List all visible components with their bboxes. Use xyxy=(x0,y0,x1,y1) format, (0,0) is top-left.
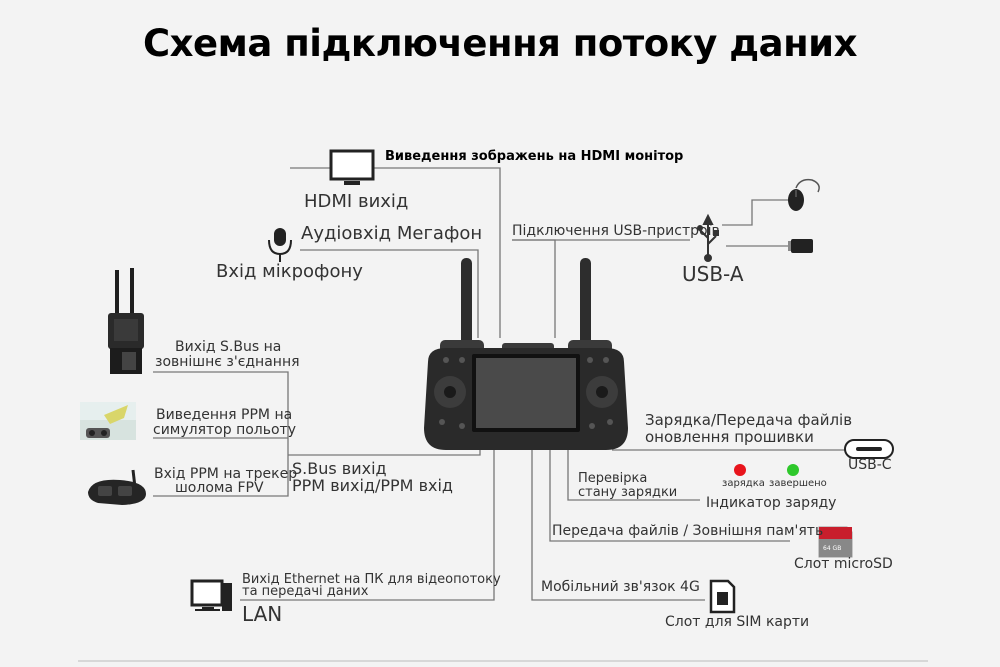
flight-simulator-icon xyxy=(80,402,136,440)
microsd-card-icon xyxy=(818,526,853,558)
audio-in-label: Аудіовхід Мегафон xyxy=(301,223,483,244)
sbus-group-label-1: S.Bus вихід xyxy=(292,459,387,478)
led-done-label: завершено xyxy=(769,478,827,489)
monitor-icon xyxy=(329,149,375,185)
mic-in-label: Вхід мікрофону xyxy=(216,261,363,282)
connector-lines xyxy=(153,167,845,601)
ppm-fpv-label-2: шолома FPV xyxy=(175,480,264,496)
mobile-4g-label: Мобільний зв'язок 4G xyxy=(541,579,700,595)
charge-label-1: Зарядка/Передача файлів xyxy=(645,411,853,429)
sbus-receiver-icon xyxy=(108,268,144,374)
ppm-sim-label-2: симулятор польоту xyxy=(153,422,296,438)
usb-c-label: USB-C xyxy=(848,457,892,473)
ppm-fpv-label-1: Вхід PPM на трекер xyxy=(154,466,298,482)
usbc-port-icon xyxy=(844,439,894,459)
hdmi-monitor-label: Виведення зображень на HDMI монітор xyxy=(385,149,684,164)
page-title: Схема підключення потоку даних xyxy=(143,22,857,65)
pc-icon xyxy=(190,579,232,611)
usb-stick-icon xyxy=(788,239,813,253)
sbus-out-label-1: Вихід S.Bus на xyxy=(175,339,282,355)
lan-label: LAN xyxy=(242,602,283,626)
ethernet-label-2: та передачі даних xyxy=(242,584,369,599)
file-transfer-label: Передача файлів / Зовнішня пам'ять xyxy=(552,523,824,539)
led-red xyxy=(734,464,746,476)
sim-card-icon xyxy=(709,579,736,614)
charge-indicator-label: Індикатор заряду xyxy=(706,495,837,511)
fpv-goggles-icon xyxy=(88,469,146,505)
usb-icon xyxy=(697,213,719,262)
hdmi-out-label: HDMI вихід xyxy=(304,191,409,212)
microphone-icon xyxy=(268,228,292,262)
charge-label-2: оновлення прошивки xyxy=(645,428,814,446)
sim-slot-label: Слот для SIM карти xyxy=(665,614,810,630)
led-green xyxy=(787,464,799,476)
ethernet-label-1: Вихід Ethernet на ПК для відеопотоку xyxy=(242,572,501,587)
sd-card-label: 64 GB xyxy=(823,545,841,552)
usb-devices-label: Підключення USB-пристроїв xyxy=(512,223,720,239)
remote-controller-icon xyxy=(424,258,628,450)
led-charging-label: зарядка xyxy=(722,478,765,489)
usb-a-label: USB-A xyxy=(682,262,744,286)
microsd-slot-label: Слот microSD xyxy=(794,556,893,572)
sbus-out-label-2: зовнішнє з'єднання xyxy=(155,354,300,370)
ppm-sim-label-1: Виведення PPM на xyxy=(156,407,293,423)
mouse-icon xyxy=(788,178,820,211)
check-label-2: стану зарядки xyxy=(578,485,678,500)
check-label-1: Перевірка xyxy=(578,471,648,486)
sbus-group-label-2: PPM вихід/PPM вхід xyxy=(292,476,453,495)
